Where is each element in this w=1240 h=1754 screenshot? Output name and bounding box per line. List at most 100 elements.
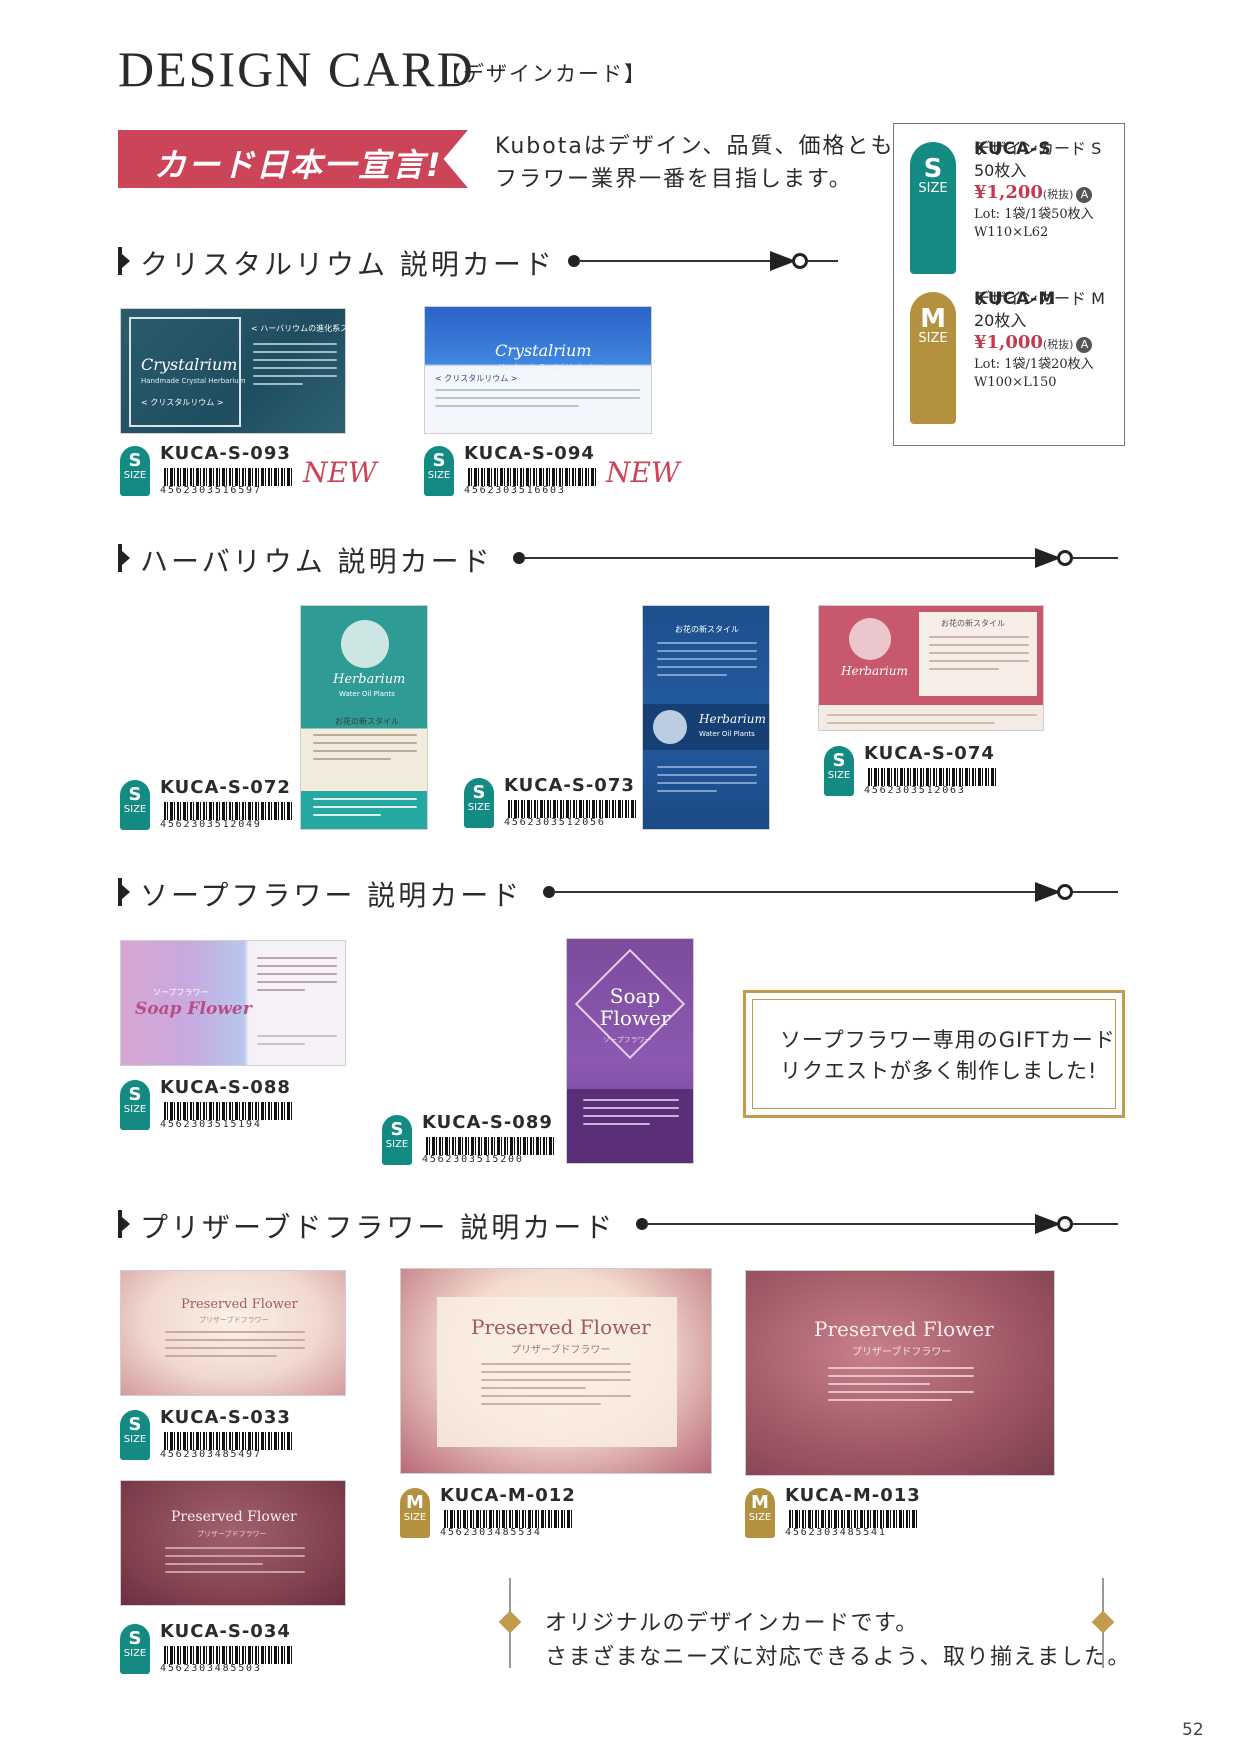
barcode-number: 4562303516597 [160,485,262,496]
product-code: KUCA-S-073 [504,775,635,796]
ribbon-banner: カード日本一宣言! [118,130,468,188]
soap-note-line-1: ソープフラワー専用のGIFTカード [780,1028,1116,1052]
barcode-number: 4562303515200 [422,1154,524,1165]
product-code: KUCA-S-034 [160,1621,291,1642]
barcode [164,468,294,486]
soap-note-frame: ソープフラワー専用のGIFTカード リクエストが多く制作しました! [743,990,1125,1118]
size-s-code: KUCA-S [974,139,1052,159]
barcode-number: 4562303516603 [464,485,566,496]
barcode-number: 4562303512056 [504,817,606,828]
barcode [164,802,294,820]
size-m-qty: 20枚入 [974,311,1027,330]
product-code: KUCA-S-072 [160,777,291,798]
barcode [508,800,638,818]
section-heading-herbarium: ハーバリウム 説明カード [118,540,1118,578]
card-kuca-m-013: Preserved Flower プリザーブドフラワー [745,1270,1055,1476]
product-code: KUCA-S-033 [160,1407,291,1428]
size-m-name: デザインカード M [974,289,1105,308]
barcode [164,1102,294,1120]
barcode [164,1432,294,1450]
card-kuca-s-074: Herbarium お花の新スタイル [818,605,1044,731]
slogan: Kubotaはデザイン、品質、価格とも フラワー業界一番を目指します。 [495,130,895,196]
section-heading-crystal: クリスタルリウム 説明カード [118,243,838,281]
price-box: S SIZE KUCA-S デザインカード S 50枚入 ¥1,200(税抜)A… [893,123,1125,446]
product-code: KUCA-S-094 [464,443,595,464]
product-code: KUCA-S-093 [160,443,291,464]
slogan-line-1: Kubotaはデザイン、品質、価格とも [495,134,895,159]
barcode-number: 4562303512063 [864,785,966,796]
section-heading-preserved: プリザーブドフラワー 説明カード [118,1206,1118,1244]
size-m-dims: W100×L150 [974,375,1057,390]
size-s-tax: (税抜) [1042,188,1074,201]
slogan-line-2: フラワー業界一番を目指します。 [495,167,853,192]
size-s-info: KUCA-S デザインカード S 50枚入 ¥1,200(税抜)A Lot: 1… [974,138,1101,242]
size-s-tag: S SIZE [910,142,956,274]
card-kuca-s-072: Herbarium Water Oil Plants お花の新スタイル [300,605,428,830]
bottom-note: オリジナルのデザインカードです。 さまざまなニーズに対応できるよう、取り揃えまし… [545,1607,1131,1675]
size-m-tag: M SIZE [910,292,956,424]
page-title-jp: 【デザインカード】 [440,62,647,86]
size-s-name: デザインカード S [974,139,1102,158]
page-number: 52 [1182,1720,1204,1740]
card-kuca-s-093: Crystalrium Handmade Crystal Herbarium <… [120,308,346,434]
barcode-number: 4562303512049 [160,819,262,830]
ribbon-label: カード日本一宣言! [154,146,443,184]
section-heading-soap: ソープフラワー 説明カード [118,874,1118,912]
barcode [426,1137,556,1155]
barcode [444,1510,574,1528]
flower-icon [341,620,389,668]
arrow-ornament-icon [1035,882,1061,902]
product-code: KUCA-M-013 [785,1485,921,1506]
barcode-number: 4562303515194 [160,1119,262,1130]
arrow-ornament-icon [1035,548,1061,568]
card-kuca-s-033: Preserved Flower プリザーブドフラワー [120,1270,346,1396]
barcode [468,468,598,486]
size-m-tax: (税抜) [1042,338,1074,351]
rank-badge: A [1076,187,1093,203]
arrow-ornament-icon [1035,1214,1061,1234]
card-kuca-s-073: お花の新スタイル Herbarium Water Oil Plants [642,605,770,830]
product-code: KUCA-S-088 [160,1077,291,1098]
size-m-code: KUCA-M [974,289,1057,309]
new-label: NEW [303,456,377,489]
size-s-qty: 50枚入 [974,161,1027,180]
size-m-lot: Lot: 1袋/1袋20枚入 [974,357,1094,372]
size-s-lot: Lot: 1袋/1袋50枚入 [974,207,1094,222]
size-m-price: ¥1,000 [974,332,1043,353]
product-code: KUCA-S-074 [864,743,995,764]
barcode-number: 4562303485497 [160,1449,262,1460]
barcode [868,768,998,786]
flower-icon [653,710,687,744]
ornament-right-icon [1091,1578,1115,1668]
product-code: KUCA-S-089 [422,1112,553,1133]
card-kuca-s-034: Preserved Flower プリザーブドフラワー [120,1480,346,1606]
page-title: DESIGN CARD [118,41,475,97]
card-kuca-s-094: Crystalrium Handmade Crystal Herbarium <… [424,306,652,434]
card-kuca-m-012: Preserved Flower プリザーブドフラワー [400,1268,712,1474]
bottom-note-line-2: さまざまなニーズに対応できるよう、取り揃えました。 [545,1645,1131,1670]
size-s-dims: W110×L62 [974,225,1049,240]
barcode-number: 4562303485541 [785,1527,887,1538]
card-kuca-s-088: ソープフラワー Soap Flower [120,940,346,1066]
size-m-info: KUCA-M デザインカード M 20枚入 ¥1,000(税抜)A Lot: 1… [974,288,1105,392]
bottom-note-line-1: オリジナルのデザインカードです。 [545,1611,919,1636]
size-s-price: ¥1,200 [974,182,1043,203]
ornament-left-icon [498,1578,522,1668]
